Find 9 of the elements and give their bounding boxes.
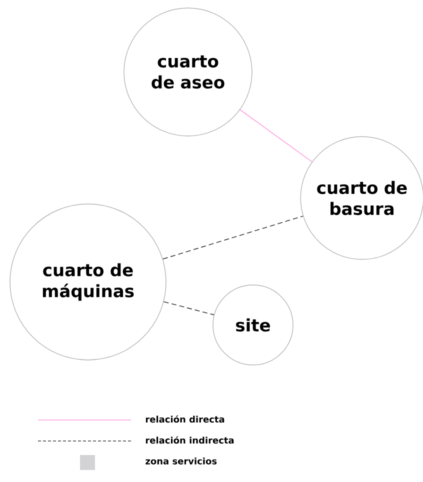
legend-label: relación directa [146,415,224,423]
legend-label: relación indirecta [146,436,234,444]
connector-line [240,109,312,162]
legend-label: zona servicios [146,458,217,464]
circle-node: cuarto de máquinas [10,204,166,360]
connector-line [163,301,214,316]
circle-node: site [212,284,294,366]
connector-line [162,216,304,260]
circle-node: cuarto de aseo [124,8,252,136]
